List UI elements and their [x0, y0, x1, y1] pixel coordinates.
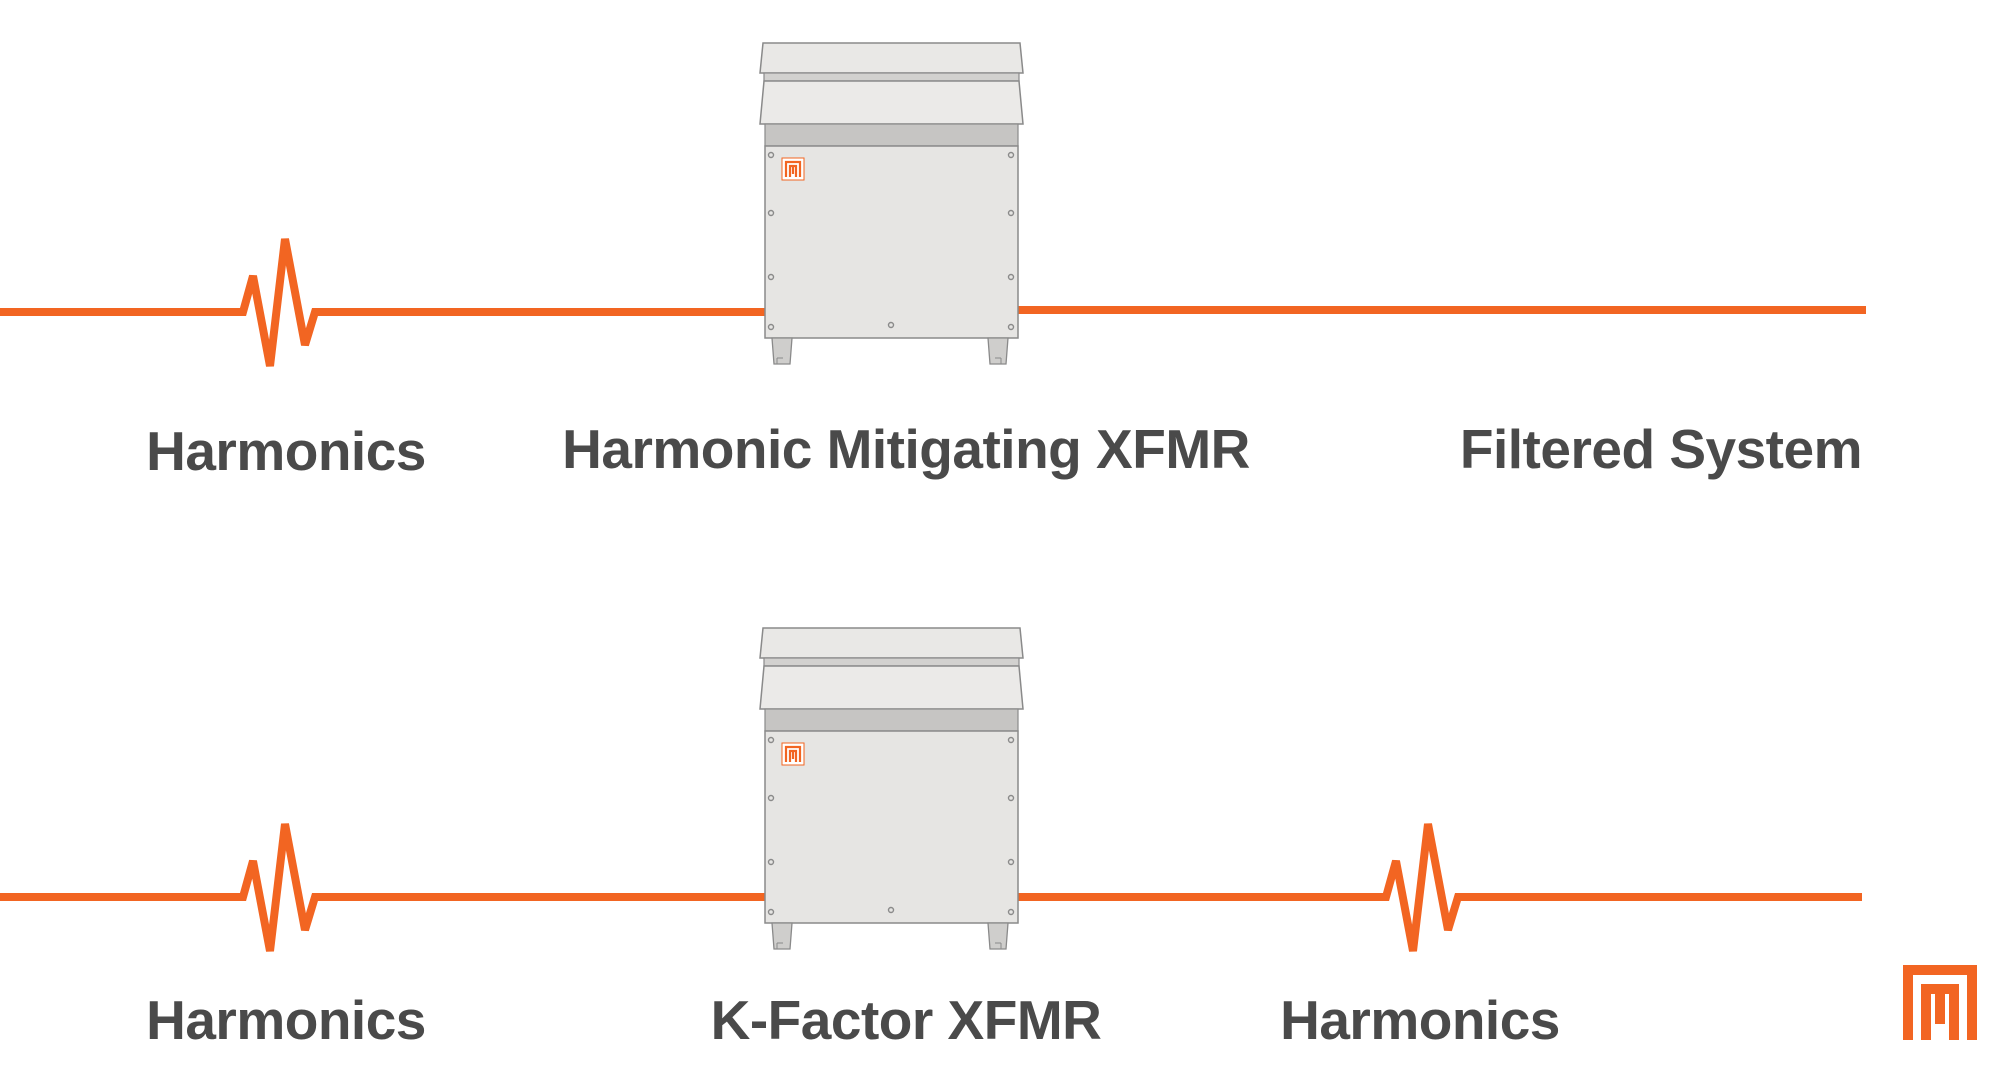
bottom-transformer-cabinet-icon: [758, 626, 1025, 951]
bottom-input-harmonic-line: [0, 823, 767, 952]
bottom-device-label: K-Factor XFMR: [710, 989, 1102, 1051]
top-input-harmonic-line: [0, 238, 767, 367]
top-transformer-cabinet-icon: [758, 41, 1025, 366]
bottom-output-label: Harmonics: [1280, 989, 1560, 1051]
bottom-output-harmonic-line: [1016, 823, 1862, 952]
top-output-label: Filtered System: [1459, 418, 1863, 480]
m-brand-logo-icon: [1903, 965, 1977, 1040]
top-device-label: Harmonic Mitigating XFMR: [562, 418, 1250, 480]
top-row: [0, 41, 1866, 367]
bottom-input-label: Harmonics: [146, 989, 426, 1051]
bottom-row: [0, 626, 1862, 952]
top-input-label: Harmonics: [146, 420, 426, 482]
